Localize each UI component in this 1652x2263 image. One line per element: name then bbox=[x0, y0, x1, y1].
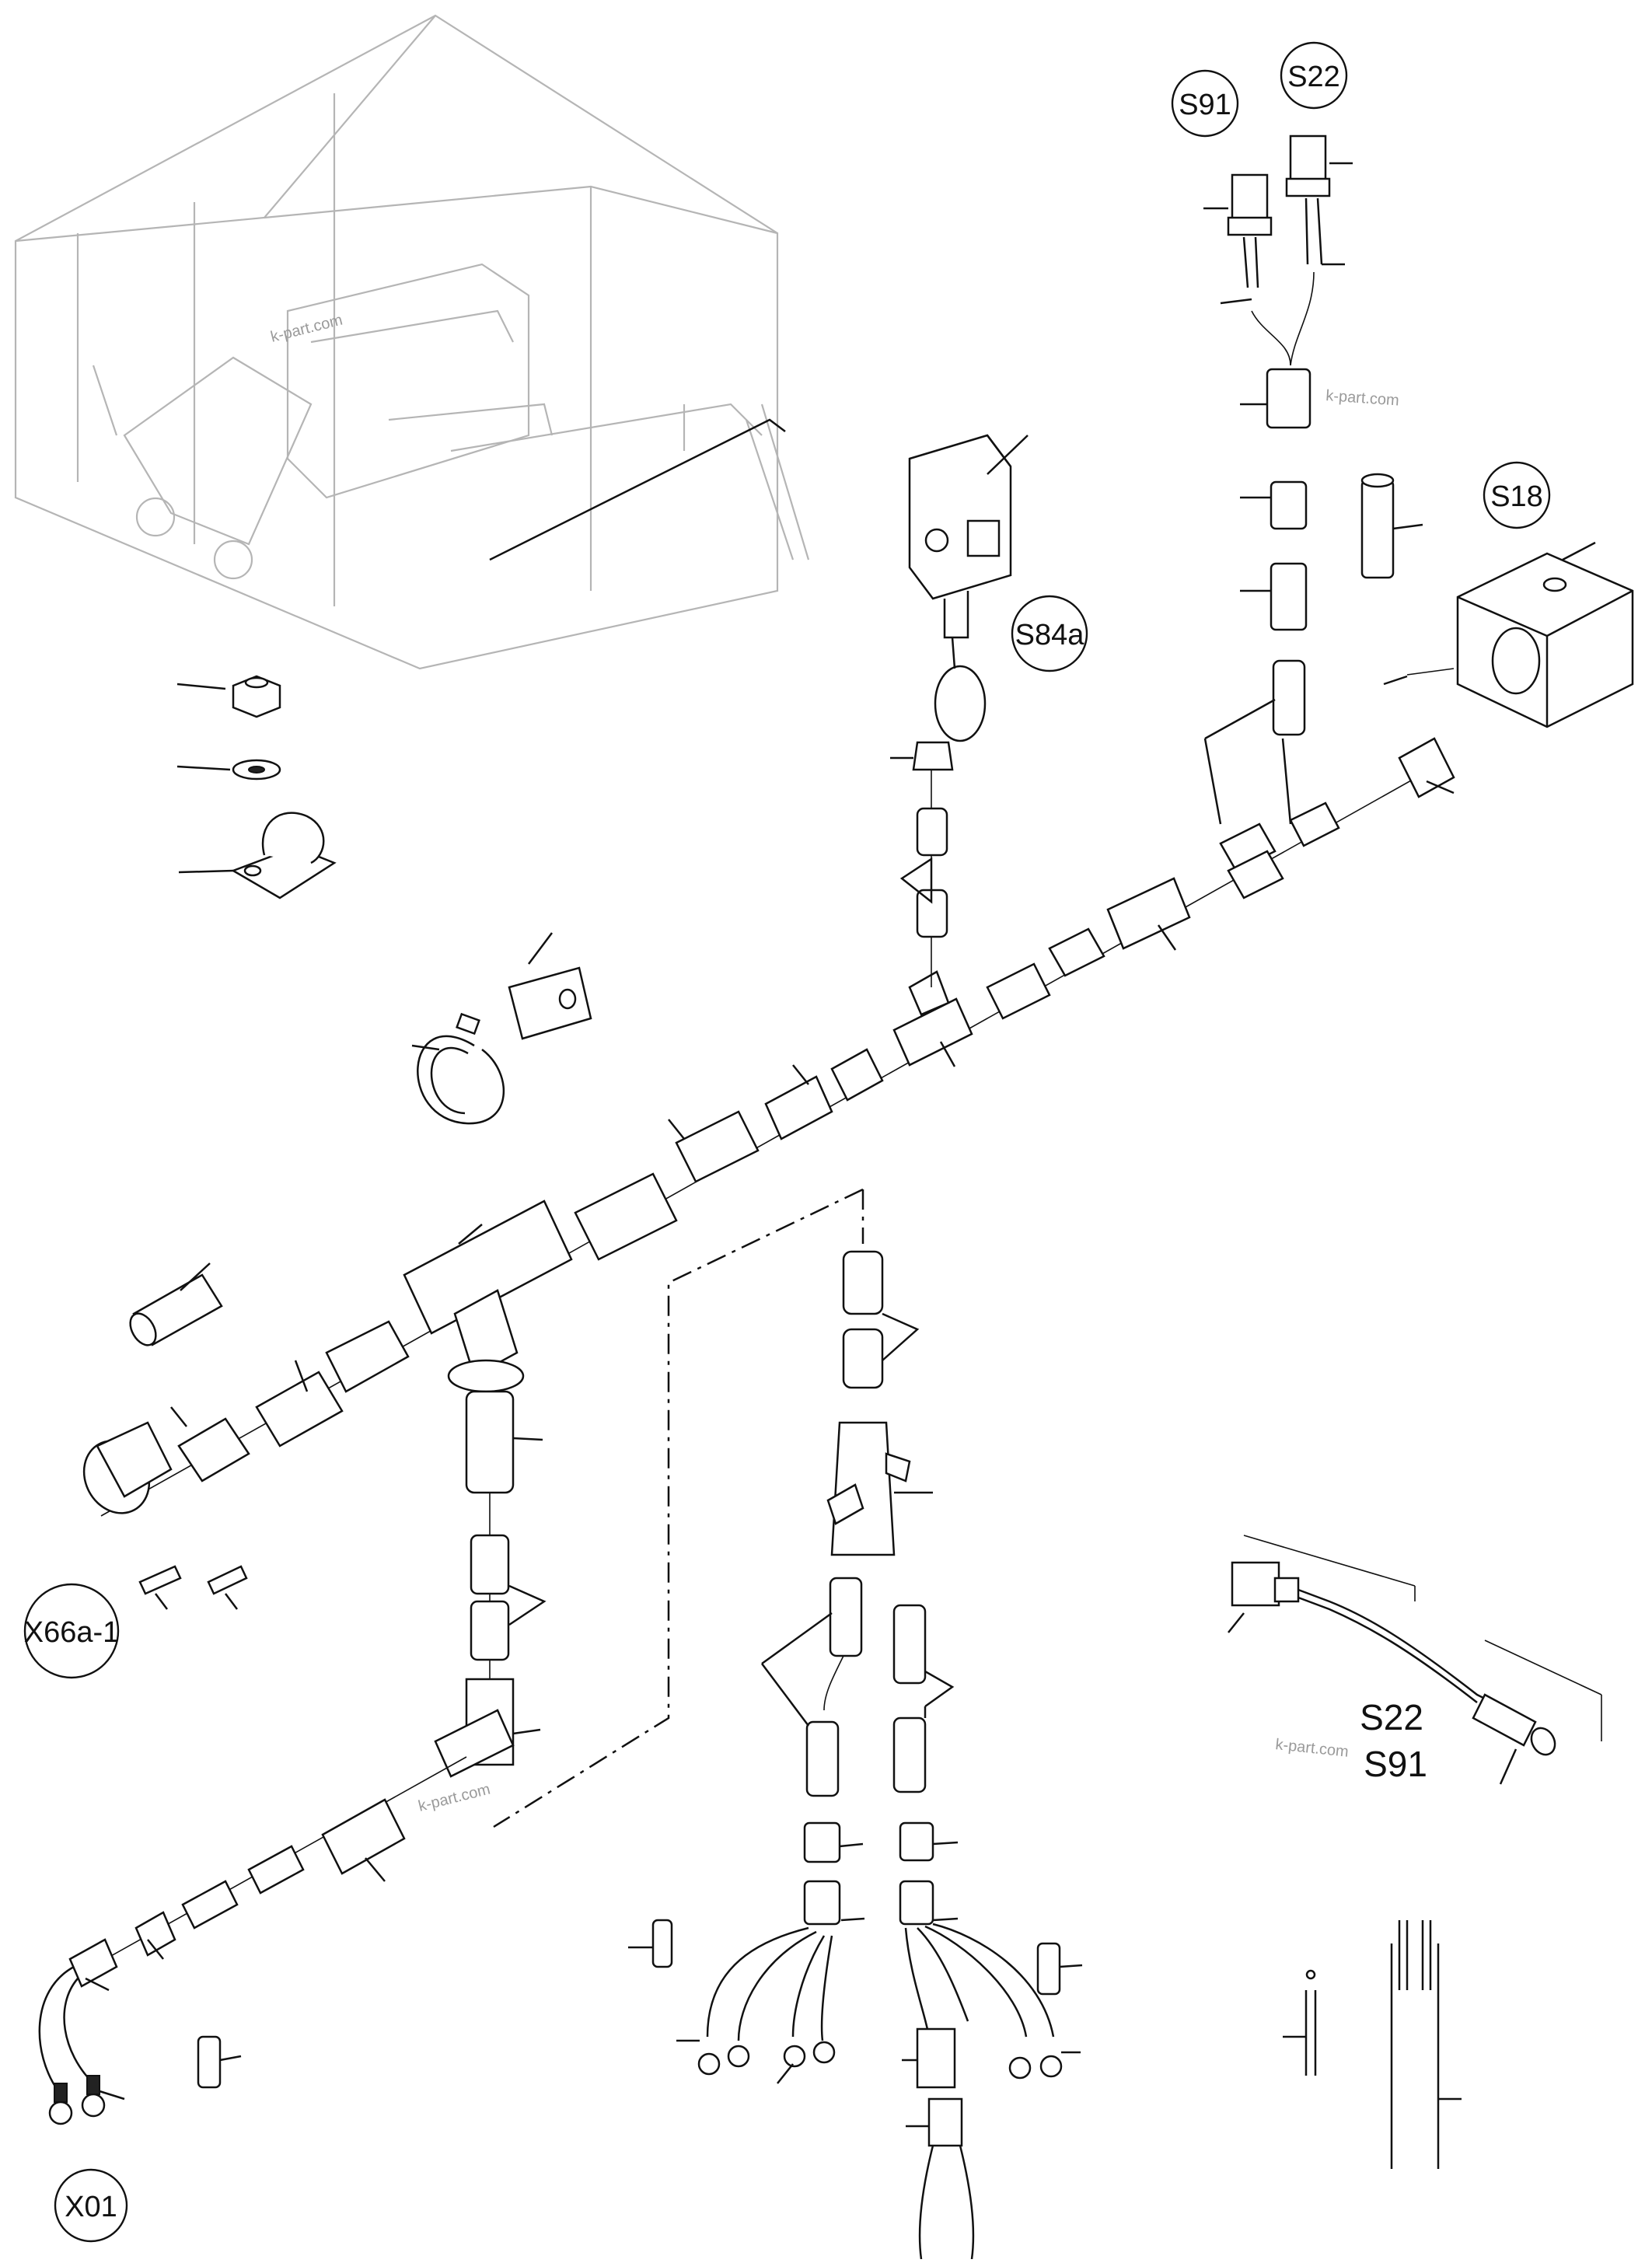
callout-s84a: S84a bbox=[1011, 595, 1088, 672]
pin-left bbox=[129, 1262, 223, 1346]
s84a-drop bbox=[890, 741, 954, 987]
nut bbox=[176, 675, 281, 718]
sensor-detail-label-line1: S22 bbox=[1360, 1697, 1423, 1737]
cable-tie bbox=[411, 1012, 505, 1125]
pin-upper-right bbox=[1360, 473, 1423, 579]
p-clamp bbox=[178, 812, 337, 899]
label-tag bbox=[508, 932, 592, 1040]
callout-x01-label: X01 bbox=[65, 2191, 117, 2223]
callout-s91-label: S91 bbox=[1179, 89, 1231, 121]
washer bbox=[176, 759, 281, 781]
watermark: k-part.com bbox=[1325, 387, 1400, 410]
watermark: k-part.com bbox=[417, 1781, 492, 1815]
callout-x66a-1-label: X66a-1 bbox=[24, 1616, 120, 1649]
callout-s84a-label: S84a bbox=[1015, 619, 1085, 651]
callout-s18-label: S18 bbox=[1490, 480, 1543, 513]
left-drop-x01 bbox=[38, 1390, 547, 2125]
center-drop bbox=[493, 1188, 1083, 2260]
watermark: k-part.com bbox=[269, 312, 344, 346]
proximity-sensor-detail bbox=[1228, 1535, 1602, 1785]
watermark: k-part.com bbox=[1274, 1736, 1349, 1761]
callout-s91: S91 bbox=[1171, 69, 1239, 138]
callout-s22-label: S22 bbox=[1287, 61, 1340, 93]
solenoid-s18 bbox=[1383, 541, 1634, 728]
callout-s18: S18 bbox=[1483, 461, 1551, 529]
single-wire bbox=[1283, 1969, 1317, 2076]
twin-core-cable bbox=[1390, 1920, 1462, 2169]
callout-s22: S22 bbox=[1280, 41, 1348, 110]
callout-x66a-1: X66a-1 bbox=[24, 1583, 120, 1679]
diagnostic-socket-s84a bbox=[908, 434, 1029, 742]
sensor-detail-label-line2: S91 bbox=[1364, 1744, 1427, 1784]
machine-outline bbox=[14, 14, 810, 670]
main-harness-trunk bbox=[82, 737, 1455, 1517]
callout-x01: X01 bbox=[54, 2168, 128, 2243]
s91-s22-drop bbox=[1203, 134, 1353, 825]
